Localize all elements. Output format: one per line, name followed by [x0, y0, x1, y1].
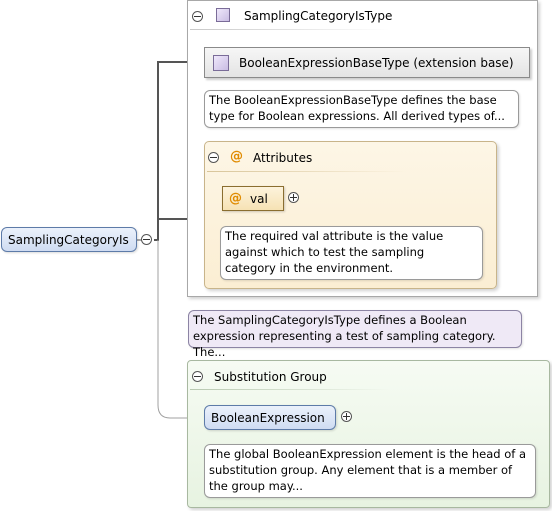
attribute-group-icon: @ — [230, 149, 243, 164]
type-header-divider — [190, 29, 390, 30]
attribute-val-doc-text: The required val attribute is the value … — [225, 229, 444, 275]
extension-base-box[interactable]: BooleanExpressionBaseType (extension bas… — [204, 47, 530, 78]
type-doc-text: The SamplingCategoryIsType defines a Boo… — [193, 313, 496, 359]
attribute-icon: @ — [229, 191, 242, 206]
root-element-box[interactable]: SamplingCategoryIs — [1, 227, 137, 252]
extension-base-label: BooleanExpressionBaseType (extension bas… — [239, 55, 514, 70]
substitution-doc-text: The global BooleanExpression element is … — [209, 447, 527, 493]
type-title: SamplingCategoryIsType — [244, 9, 393, 23]
attribute-val-doc-note: The required val attribute is the value … — [220, 226, 483, 280]
base-type-icon — [213, 54, 229, 71]
attribute-val-label: val — [250, 191, 268, 206]
attribute-val-expand-toggle[interactable] — [288, 192, 299, 203]
type-doc-note: The SamplingCategoryIsType defines a Boo… — [188, 310, 522, 359]
substitution-element-box[interactable]: BooleanExpression — [204, 405, 336, 430]
root-element-label: SamplingCategoryIs — [8, 232, 129, 247]
substitution-element-label: BooleanExpression — [211, 410, 325, 425]
substitution-header-divider — [190, 389, 390, 390]
type-collapse-toggle[interactable] — [192, 11, 203, 22]
substitution-collapse-toggle[interactable] — [192, 371, 203, 382]
base-doc-text: The BooleanExpressionBaseType defines th… — [209, 93, 505, 123]
base-doc-note: The BooleanExpressionBaseType defines th… — [204, 90, 519, 128]
attributes-collapse-toggle[interactable] — [208, 152, 219, 163]
substitution-doc-note: The global BooleanExpression element is … — [204, 444, 536, 498]
attributes-header-divider — [207, 171, 407, 172]
root-collapse-toggle[interactable] — [141, 234, 152, 245]
substitution-title: Substitution Group — [214, 370, 327, 384]
attributes-title: Attributes — [253, 151, 313, 165]
attribute-val-box[interactable]: @ val — [222, 186, 284, 211]
substitution-element-expand-toggle[interactable] — [341, 411, 352, 422]
complex-type-icon — [216, 8, 230, 22]
